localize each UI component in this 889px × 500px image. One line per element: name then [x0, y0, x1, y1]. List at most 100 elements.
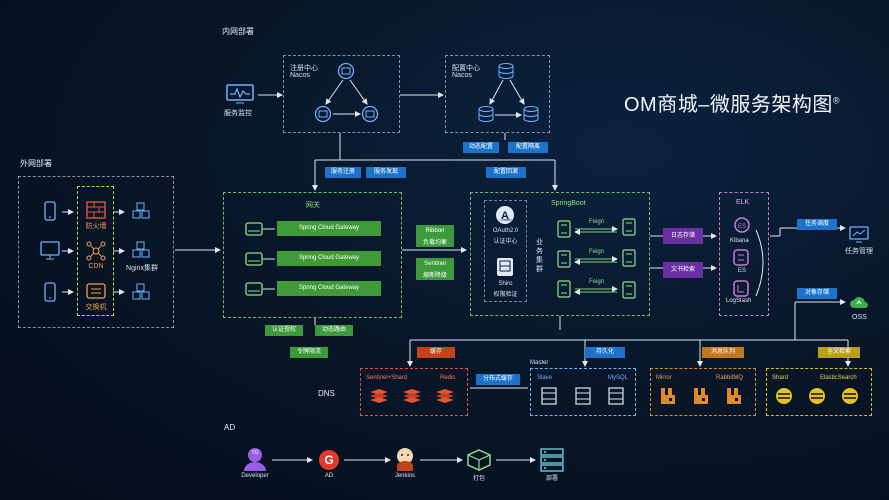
rabbitmq-icon-2: [692, 387, 710, 410]
redis-box: [360, 368, 468, 416]
tag-persistence: 持久化: [585, 347, 625, 358]
rabbitmq-left-label: Mirror: [656, 375, 672, 381]
elasticsearch-icon-2: [808, 387, 826, 410]
phone-icon-bottom: [44, 282, 56, 307]
tag-object-storage: 对象存储: [797, 288, 837, 299]
cdn-label: CDN: [88, 263, 104, 270]
oss-label: OSS: [852, 314, 867, 321]
es-label: ES: [738, 268, 747, 274]
jenkins-icon: [395, 447, 415, 476]
tag-distributed-cache: 分布式缓存: [476, 374, 520, 385]
oauth-label-1: OAuth2.0: [492, 228, 519, 234]
ad-section-label: AD: [224, 423, 236, 432]
kibana-icon: ES: [734, 217, 750, 238]
developer-icon: [242, 447, 268, 476]
ribbon-tag: Ribbon 负载均衡: [416, 225, 454, 247]
feign-label-3: Feign: [589, 279, 605, 285]
kibana-label: Kibana: [730, 238, 749, 244]
internal-section-label: 内网部署: [222, 27, 254, 36]
redis-icon-2: [402, 388, 422, 409]
shiro-label-1: Shiro: [498, 281, 513, 287]
package-icon: [467, 449, 491, 476]
tag-dynamic-route: 动态路由: [315, 325, 353, 336]
firewall-label: 防火墙: [85, 223, 107, 230]
mysql-box: [530, 368, 636, 416]
redis-right-label: Redis: [440, 375, 456, 381]
dns-label: DNS: [318, 389, 335, 398]
tag-service-discovery: 服务发现: [366, 167, 406, 178]
oss-cloud-icon: [849, 295, 869, 316]
deploy-label: 部署: [545, 476, 558, 482]
external-section-label: 外网部署: [20, 159, 52, 168]
diagram-title: OM商城–微服务架构图®: [624, 94, 840, 116]
es-icon: [733, 249, 749, 271]
shiro-icon: [496, 257, 514, 282]
mysql-icon-2: [575, 387, 591, 410]
redis-icon-1: [369, 388, 389, 409]
config-right-database-icon: [522, 105, 540, 128]
developer-label: Developer: [241, 473, 269, 479]
mysql-left-label: Slave: [537, 375, 553, 381]
auth-column: [484, 200, 527, 302]
shiro-label-2: 权限验证: [493, 292, 518, 298]
mysql-right-label: MySQL: [608, 375, 629, 381]
config-top-database-icon: [497, 62, 515, 85]
svg-text:ES: ES: [738, 224, 746, 230]
service-node-icon-l3: [557, 280, 571, 303]
tag-dynamic-config: 动态配置: [463, 142, 499, 153]
springboot-title: SpringBoot: [551, 200, 586, 207]
external-box: [18, 176, 174, 328]
tag-doc-search: 文书检索: [663, 262, 703, 278]
svg-text:A: A: [501, 210, 509, 222]
gateway-server-icon-3: [245, 282, 263, 301]
tag-task-scheduling: 任务调度: [797, 219, 837, 230]
switch-label: 交换机: [85, 304, 107, 311]
jenkins-label: Jenkins: [394, 473, 416, 479]
tag-auth: 认证授权: [265, 325, 303, 336]
task-manage-icon: [849, 226, 869, 249]
elk-title: ELK: [736, 199, 750, 206]
springboot-box: [470, 192, 650, 316]
developer-badge: TG: [251, 450, 259, 456]
tag-message-queue: 消息队列: [702, 347, 744, 358]
redis-left-label: Sentinel+Shard: [366, 375, 408, 381]
config-subtitle: Nacos: [452, 72, 472, 79]
switch-icon: [86, 283, 106, 304]
registry-box: [283, 55, 400, 133]
registry-right-icon: [361, 105, 379, 128]
svg-text:G: G: [324, 453, 333, 467]
tag-cache: 缓存: [417, 347, 455, 358]
registry-top-icon: [337, 62, 355, 85]
desktop-icon: [40, 241, 60, 266]
config-box: [445, 55, 550, 133]
registry-subtitle: Nacos: [290, 72, 310, 79]
tag-service-register: 服务注册: [325, 167, 361, 178]
logstash-icon: [733, 280, 749, 302]
nginx-cube-icon-top: [131, 202, 151, 225]
elk-box: [719, 192, 769, 316]
firewall-icon: [86, 201, 106, 224]
registry-left-icon: [314, 105, 332, 128]
task-manage-label: 任务管理: [845, 248, 873, 255]
ad-icon: G: [318, 449, 340, 476]
gateway-box: [223, 192, 402, 318]
redis-icon-3: [435, 388, 455, 409]
gateway-server-icon-2: [245, 252, 263, 271]
service-node-icon-l2: [557, 250, 571, 273]
external-network-column: [77, 186, 114, 316]
mysql-icon-3: [608, 387, 624, 410]
oauth-icon: A: [495, 205, 515, 230]
tag-config-isolation: 配置隔离: [508, 142, 548, 153]
rabbitmq-box: [650, 368, 756, 416]
tag-fulltext-search: 全文检索: [818, 347, 860, 358]
gateway-server-icon-1: [245, 222, 263, 241]
config-left-database-icon: [477, 105, 495, 128]
registry-title: 注册中心: [290, 65, 318, 72]
cdn-icon: [86, 241, 106, 266]
phone-icon-top: [44, 201, 56, 226]
es-store-right-label: ElasticSearch: [820, 375, 857, 381]
gateway-node-3: Spring Cloud Gateway: [277, 281, 381, 296]
monitor-label: 服务监控: [224, 110, 252, 117]
business-cluster-label: 业务集群: [536, 239, 543, 273]
